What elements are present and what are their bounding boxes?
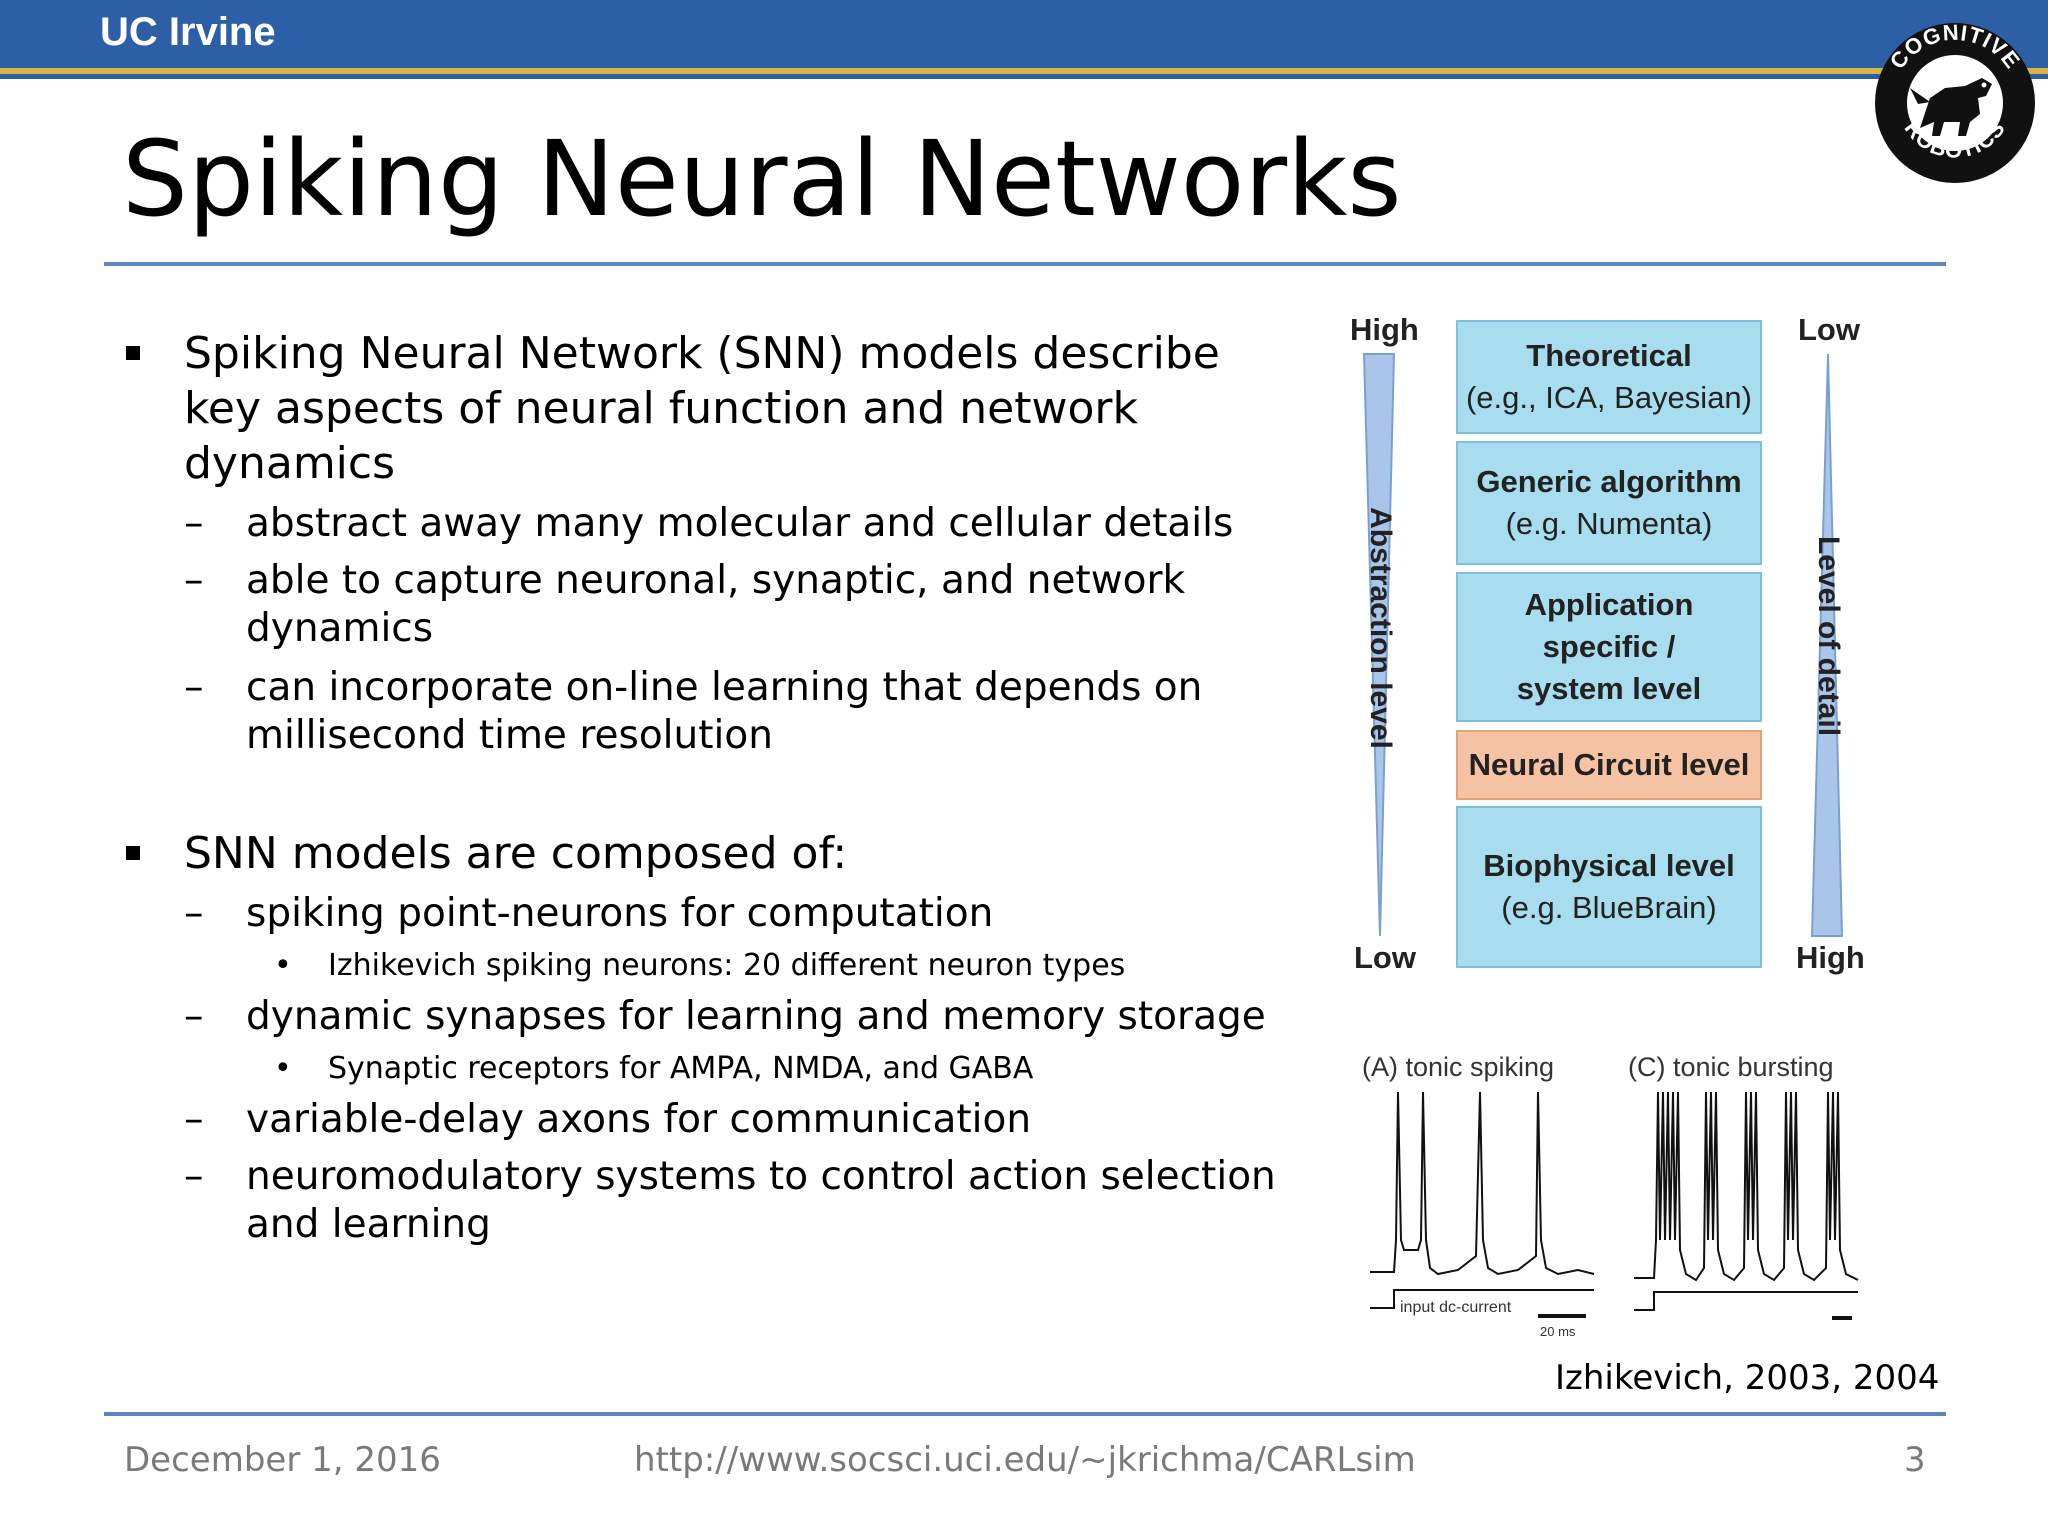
sub-abstract-away: abstract away many molecular and cellula… xyxy=(246,501,1234,546)
bullet-square xyxy=(126,346,140,360)
sub-dash: – xyxy=(184,1097,204,1142)
sub-dash: – xyxy=(184,501,204,546)
cognitive-robotics-logo: COGNITIVE ROBOTICS xyxy=(1875,20,2035,183)
bullet-snn-description: Spiking Neural Network (SNN) models desc… xyxy=(184,326,1220,491)
right-axis-bottom-label: High xyxy=(1796,940,1865,975)
scale-bar-label: 20 ms xyxy=(1540,1324,1576,1339)
sub-line: able to capture neuronal, synaptic, and … xyxy=(246,558,1186,603)
level-box-generic-algorithm: Generic algorithm (e.g. Numenta) xyxy=(1456,441,1762,565)
sub-line: can incorporate on-line learning that de… xyxy=(246,665,1203,710)
level-title: Theoretical xyxy=(1526,338,1692,373)
input-current-label: input dc-current xyxy=(1400,1299,1512,1316)
level-example: (e.g. Numenta) xyxy=(1505,506,1713,541)
sub-capture-dynamics: able to capture neuronal, synaptic, and … xyxy=(246,557,1185,653)
sub-line: and learning xyxy=(246,1202,491,1247)
bullet-snn-composition: SNN models are composed of: xyxy=(184,828,848,879)
slide-title: Spiking Neural Networks xyxy=(122,118,1402,240)
sub-dash: – xyxy=(184,1154,204,1199)
header-blue-line xyxy=(0,74,2048,79)
subsub-receptors: Synaptic receptors for AMPA, NMDA, and G… xyxy=(328,1051,1034,1086)
footer-page-number: 3 xyxy=(1904,1440,1926,1480)
sub-neuromodulatory: neuromodulatory systems to control actio… xyxy=(246,1153,1276,1249)
level-box-theoretical: Theoretical (e.g., ICA, Bayesian) xyxy=(1456,320,1762,434)
sub-dynamic-synapses: dynamic synapses for learning and memory… xyxy=(246,994,1266,1039)
left-axis-top-label: High xyxy=(1350,312,1419,347)
subsub-dot: • xyxy=(274,948,292,983)
sub-dash: – xyxy=(184,891,204,936)
bullet-line: key aspects of neural function and netwo… xyxy=(184,383,1138,434)
level-example: (e.g., ICA, Bayesian) xyxy=(1465,380,1752,415)
level-title: Neural Circuit level xyxy=(1468,747,1750,782)
sub-axons: variable-delay axons for communication xyxy=(246,1097,1032,1142)
sub-line: neuromodulatory systems to control actio… xyxy=(246,1154,1276,1199)
footer-url[interactable]: http://www.socsci.uci.edu/~jkrichma/CARL… xyxy=(634,1440,1416,1480)
sub-point-neurons: spiking point-neurons for computation xyxy=(246,891,994,936)
sub-line: millisecond time resolution xyxy=(246,713,773,758)
bullet-line: Spiking Neural Network (SNN) models desc… xyxy=(184,328,1220,379)
header-bar xyxy=(0,0,2048,68)
subsub-izhikevich: Izhikevich spiking neurons: 20 different… xyxy=(328,948,1126,983)
level-box-application-specific: Application specific / system level xyxy=(1456,572,1762,722)
level-example: (e.g. BlueBrain) xyxy=(1501,890,1717,925)
abstraction-level-label: Abstraction level xyxy=(1364,507,1397,749)
tonic-bursting-trace xyxy=(1634,1091,1859,1320)
sub-line: dynamics xyxy=(246,606,434,651)
subsub-dot: • xyxy=(274,1051,292,1086)
level-box-biophysical: Biophysical level (e.g. BlueBrain) xyxy=(1456,806,1762,968)
sub-online-learning: can incorporate on-line learning that de… xyxy=(246,664,1202,760)
bullet-square xyxy=(126,846,140,860)
citation: Izhikevich, 2003, 2004 xyxy=(1555,1358,1940,1398)
tonic-spiking-trace: input dc-current 20 ms xyxy=(1370,1091,1595,1339)
level-title: Application specific / system level xyxy=(1516,587,1702,706)
sub-dash: – xyxy=(184,558,204,603)
footer-rule xyxy=(104,1412,1946,1416)
right-axis-top-label: Low xyxy=(1798,312,1860,347)
sub-dash: – xyxy=(184,665,204,710)
panel-c-label: (C) tonic bursting xyxy=(1628,1052,1834,1082)
bullet-line: dynamics xyxy=(184,438,396,489)
footer-date: December 1, 2016 xyxy=(124,1440,441,1480)
sub-dash: – xyxy=(184,994,204,1039)
level-of-detail-label: Level of detail xyxy=(1812,535,1845,737)
abstraction-wedge xyxy=(1362,353,1396,937)
left-axis-bottom-label: Low xyxy=(1354,940,1416,975)
title-rule xyxy=(104,262,1946,266)
detail-wedge xyxy=(1810,353,1844,937)
header-gold-stripe xyxy=(0,68,2048,74)
level-title: Generic algorithm xyxy=(1476,464,1742,499)
level-title: Biophysical level xyxy=(1483,848,1735,883)
panel-a-label: (A) tonic spiking xyxy=(1362,1052,1555,1082)
level-box-neural-circuit: Neural Circuit level xyxy=(1456,730,1762,800)
university-name: UC Irvine xyxy=(100,10,276,54)
